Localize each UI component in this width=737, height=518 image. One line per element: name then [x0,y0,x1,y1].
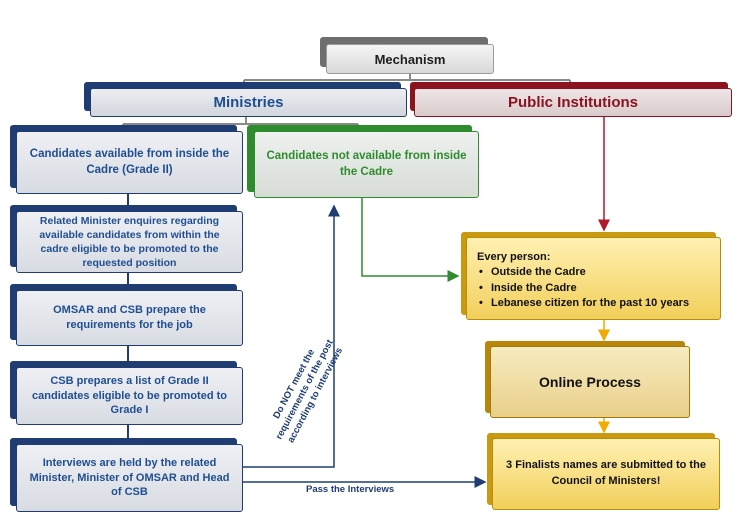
connector-notavail-to-every [361,198,460,282]
mechanism-box: Mechanism [320,37,494,74]
every-person-item: Lebanese citizen for the past 10 years [477,296,689,312]
public-institutions-box: Public Institutions [410,82,732,117]
csb-list-label: CSB prepares a list of Grade II candidat… [16,367,243,425]
candidates-not-available-label: Candidates not available from inside the… [254,131,479,198]
csb-list-box: CSB prepares a list of Grade II candidat… [10,361,243,425]
candidates-available-box: Candidates available from inside the Cad… [10,125,243,194]
online-process-label: Online Process [490,346,690,418]
interviews-box: Interviews are held by the related Minis… [10,438,243,512]
pass-interviews-label: Pass the Interviews [306,484,395,495]
every-person-list: Outside the Cadre Inside the Cadre Leban… [477,265,689,312]
every-person-item: Outside the Cadre [477,265,689,281]
connector-mechanism-split [243,74,571,88]
omsar-csb-label: OMSAR and CSB prepare the requirements f… [16,290,243,346]
candidates-available-label: Candidates available from inside the Cad… [16,131,243,194]
public-institutions-label: Public Institutions [414,88,732,117]
every-person-item: Inside the Cadre [477,281,689,297]
ministries-label: Ministries [90,88,407,117]
every-person-content: Every person: Outside the Cadre Inside t… [466,237,721,320]
related-minister-box: Related Minister enquires regarding avai… [10,205,243,273]
finalists-box: 3 Finalists names are submitted to the C… [487,433,720,510]
finalists-label: 3 Finalists names are submitted to the C… [492,438,720,510]
candidates-not-available-box: Candidates not available from inside the… [247,125,479,198]
every-person-title: Every person: [477,251,551,263]
related-minister-label: Related Minister enquires regarding avai… [16,211,243,273]
ministries-box: Ministries [84,82,407,117]
online-process-box: Online Process [485,341,690,418]
mechanism-label: Mechanism [326,44,494,74]
every-person-box: Every person: Outside the Cadre Inside t… [461,232,721,320]
connector-ministries-split [122,117,359,131]
interviews-label: Interviews are held by the related Minis… [16,444,243,512]
omsar-csb-box: OMSAR and CSB prepare the requirements f… [10,284,243,346]
connector-fail-to-notavail [243,204,340,468]
